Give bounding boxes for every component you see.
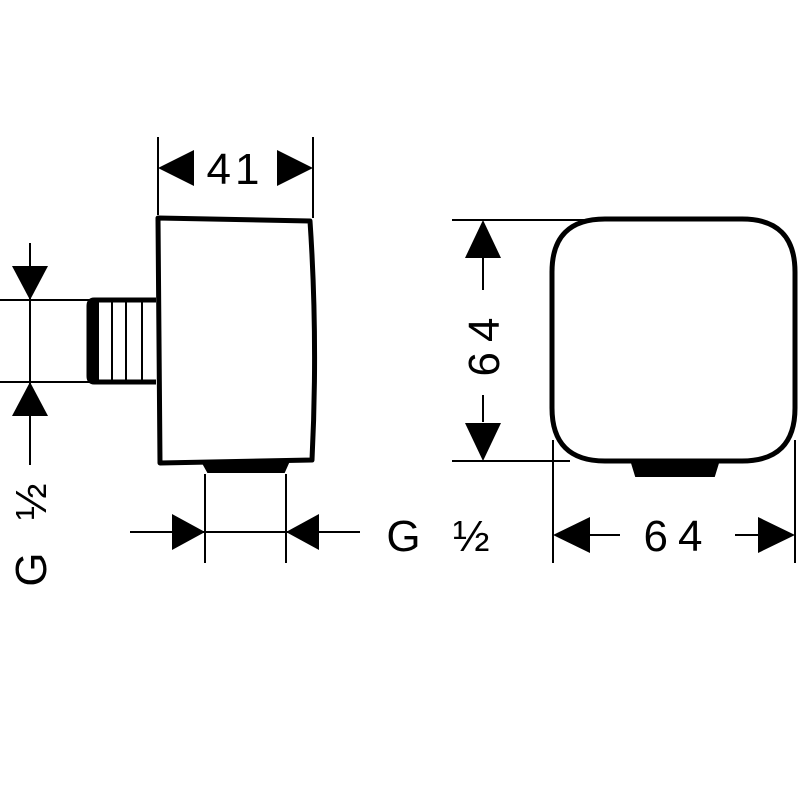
- inlet-nipple: [86, 297, 156, 385]
- side-outlet-foot: [201, 462, 290, 473]
- dimension-front-height: [452, 219, 600, 462]
- arrow-up-icon: [465, 220, 501, 258]
- arrow-down-icon: [465, 423, 501, 461]
- side-view-body: [155, 215, 318, 466]
- arrow-right-icon: [277, 150, 313, 186]
- arrowheads: [12, 150, 795, 553]
- arrow-up-icon: [12, 382, 48, 416]
- dimension-front-width: [552, 440, 796, 563]
- arrow-right-icon: [172, 514, 205, 550]
- arrow-down-icon: [12, 266, 48, 300]
- dimension-label-41: 41: [207, 145, 264, 194]
- dimension-41: [157, 137, 314, 218]
- arrow-left-icon: [553, 517, 590, 553]
- thread-lines: [111, 302, 143, 380]
- front-width-label: 64: [644, 512, 713, 561]
- outlet-thread-label: G ½: [386, 512, 499, 561]
- dimension-inlet-thread: [0, 243, 90, 465]
- front-view-body: [549, 216, 798, 464]
- front-height-label: 64: [460, 308, 509, 377]
- front-outlet-foot: [630, 462, 720, 477]
- arrow-left-icon: [158, 150, 194, 186]
- dimension-outlet-thread: [130, 474, 360, 563]
- arrow-left-icon: [286, 514, 319, 550]
- arrow-right-icon: [758, 517, 795, 553]
- inlet-thread-label: G ½: [7, 473, 56, 586]
